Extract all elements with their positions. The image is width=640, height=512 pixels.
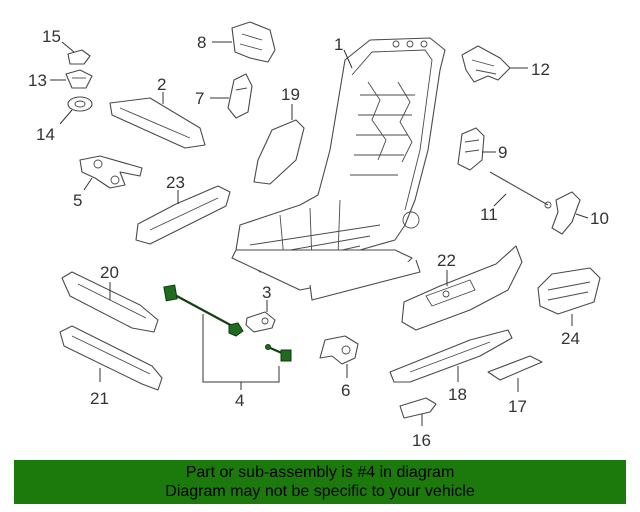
- callout-14: 14: [36, 125, 55, 144]
- callout-20: 20: [100, 263, 119, 282]
- callout-12: 12: [531, 60, 550, 79]
- banner-line-1: Part or sub-assembly is #4 in diagram: [185, 464, 455, 481]
- leader-line-15: [61, 41, 75, 53]
- callout-23: 23: [166, 173, 185, 192]
- part-1-seat-frame[interactable]: [231, 37, 446, 301]
- part-17-rail[interactable]: [487, 355, 543, 381]
- seat-parts-diagram: 1 2 3 4 5 6 7: [28, 21, 609, 450]
- callout-19: 19: [281, 85, 300, 104]
- part-20-lower-cover[interactable]: [61, 271, 159, 333]
- part-7-knob[interactable]: [227, 73, 253, 119]
- callout-1: 1: [334, 35, 343, 54]
- part-13-clip[interactable]: [65, 69, 93, 89]
- part-18-trim[interactable]: [389, 329, 513, 383]
- callout-5: 5: [73, 191, 82, 210]
- part-16-plate[interactable]: [399, 397, 437, 419]
- part-21-under-trim[interactable]: [59, 325, 163, 391]
- callout-13: 13: [28, 71, 47, 90]
- part-10-handle[interactable]: [551, 191, 581, 235]
- banner-line-2: Diagram may not be specific to your vehi…: [165, 483, 475, 500]
- part-3-clip[interactable]: [245, 311, 276, 333]
- part-9-switch[interactable]: [457, 127, 485, 171]
- callout-21: 21: [90, 389, 109, 408]
- part-notice-banner: Part or sub-assembly is #4 in diagram Di…: [14, 460, 626, 504]
- callout-7: 7: [195, 89, 204, 108]
- callout-24: 24: [561, 329, 580, 348]
- callout-18: 18: [448, 385, 467, 404]
- leader-line-1: [343, 49, 353, 69]
- part-12-bracket[interactable]: [461, 45, 511, 83]
- callout-3: 3: [262, 283, 271, 302]
- callout-15: 15: [42, 27, 61, 46]
- part-4-rod-assembly[interactable]: [163, 284, 292, 362]
- part-8-cover[interactable]: [231, 21, 276, 63]
- part-11-rod[interactable]: [489, 171, 552, 209]
- part-5-adjuster[interactable]: [79, 155, 143, 189]
- part-22-side-shield[interactable]: [401, 245, 523, 331]
- part-23-inner-trim[interactable]: [135, 185, 231, 245]
- part-24-control-module[interactable]: [537, 267, 601, 315]
- callout-8: 8: [197, 33, 206, 52]
- part-19-side-panel[interactable]: [253, 119, 305, 185]
- part-6-bracket[interactable]: [319, 335, 359, 365]
- callout-2: 2: [157, 75, 166, 94]
- callout-9: 9: [498, 143, 507, 162]
- callout-16: 16: [412, 431, 431, 450]
- callout-11: 11: [480, 205, 498, 224]
- callout-4: 4: [235, 391, 244, 410]
- callout-22: 22: [437, 251, 456, 270]
- part-14-grommet[interactable]: [67, 96, 93, 112]
- leader-line-14: [59, 109, 73, 125]
- part-2-cushion-panel[interactable]: [109, 97, 206, 149]
- leader-line-10: [575, 213, 589, 219]
- callout-6: 6: [341, 381, 350, 400]
- leader-line-5: [83, 177, 93, 191]
- part-15-cap[interactable]: [67, 49, 91, 65]
- leader-line-11: [493, 193, 507, 207]
- callout-10: 10: [590, 209, 609, 228]
- callout-17: 17: [508, 397, 527, 416]
